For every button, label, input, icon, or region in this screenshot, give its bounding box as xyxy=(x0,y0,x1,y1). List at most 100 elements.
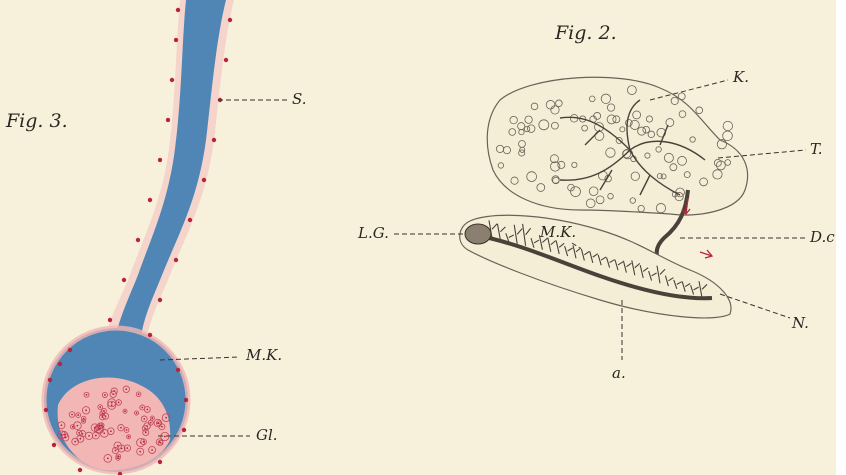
sheath-nucleus xyxy=(174,258,178,262)
gland-nucleus xyxy=(124,410,126,412)
gland-nucleus xyxy=(125,388,127,390)
fig3-label-gl: Gl. xyxy=(256,426,278,444)
gland-nucleus xyxy=(146,425,148,427)
sheath-nucleus xyxy=(78,468,82,472)
gland-nucleus xyxy=(107,457,109,459)
gland-nucleus xyxy=(158,422,160,424)
fig2-drawing xyxy=(394,77,808,360)
gland-nucleus xyxy=(114,450,116,452)
sheath-nucleus xyxy=(188,218,192,222)
gland-nucleus xyxy=(99,406,101,408)
gland-nucleus xyxy=(161,426,163,428)
sheath-nucleus xyxy=(58,362,62,366)
gland-nucleus xyxy=(71,414,73,416)
gland-nucleus xyxy=(79,438,81,440)
gland-nucleus xyxy=(111,402,113,404)
sheath-nucleus xyxy=(158,298,162,302)
gland-nucleus xyxy=(103,432,105,434)
sheath-nucleus xyxy=(44,408,48,412)
gland-nucleus xyxy=(141,407,143,409)
gland-nucleus xyxy=(151,417,153,419)
gland-nucleus xyxy=(86,394,88,396)
gland-nucleus xyxy=(77,414,79,416)
gland-nucleus xyxy=(126,447,128,449)
sheath-nucleus xyxy=(158,460,162,464)
gland-nucleus xyxy=(61,424,63,426)
gland-nucleus xyxy=(77,425,79,427)
gland-nucleus xyxy=(151,449,153,451)
gland-nucleus xyxy=(120,427,122,429)
gland-nucleus xyxy=(117,445,119,447)
gland-nucleus xyxy=(143,418,145,420)
sheath-nucleus xyxy=(212,138,216,142)
gland-nucleus xyxy=(139,451,141,453)
gland-nucleus xyxy=(85,409,87,411)
sheath-nucleus xyxy=(184,398,188,402)
gland-nucleus xyxy=(164,436,166,438)
sheath-nucleus xyxy=(148,333,152,337)
sheath-nucleus xyxy=(68,348,72,352)
gland-nucleus xyxy=(117,457,119,459)
sheath-nucleus xyxy=(228,18,232,22)
sheath-nucleus xyxy=(136,238,140,242)
fig2-label-a: a. xyxy=(612,364,626,382)
fig2-title: Fig. 2. xyxy=(555,22,617,44)
fig2-label-mk: M.K. xyxy=(540,223,576,241)
page-edge xyxy=(836,0,846,475)
acinus xyxy=(678,93,685,100)
acinus xyxy=(696,107,703,114)
sheath-nucleus xyxy=(108,318,112,322)
fig2-lower-gland xyxy=(460,215,731,318)
gland-nucleus xyxy=(160,442,162,444)
gland-nucleus xyxy=(64,437,66,439)
sheath-nucleus xyxy=(166,118,170,122)
gland-nucleus xyxy=(136,412,138,414)
gland-nucleus xyxy=(113,390,115,392)
gland-nucleus xyxy=(102,416,104,418)
fig2-label-t: T. xyxy=(810,140,823,158)
fig3-drawing xyxy=(44,0,290,475)
sheath-nucleus xyxy=(224,58,228,62)
gland-nucleus xyxy=(150,422,152,424)
sheath-nucleus xyxy=(158,158,162,162)
gland-nucleus xyxy=(145,432,147,434)
fig3-label-s: S. xyxy=(292,90,307,108)
gland-nucleus xyxy=(126,429,128,431)
gland-nucleus xyxy=(82,433,84,435)
acinus xyxy=(723,131,733,141)
sheath-nucleus xyxy=(122,278,126,282)
sheath-nucleus xyxy=(148,198,152,202)
fig2-label-k: K. xyxy=(733,68,749,86)
sheath-nucleus xyxy=(176,8,180,12)
gland-nucleus xyxy=(138,393,140,395)
gland-nucleus xyxy=(146,409,148,411)
fig2-label-n: N. xyxy=(792,314,809,332)
gland-nucleus xyxy=(111,404,113,406)
gland-nucleus xyxy=(83,420,85,422)
gland-nucleus xyxy=(99,428,101,430)
fig3-label-mk: M.K. xyxy=(246,346,282,364)
sheath-nucleus xyxy=(52,443,56,447)
gland-nucleus xyxy=(165,417,167,419)
gland-nucleus xyxy=(104,394,106,396)
gland-nucleus xyxy=(118,402,120,404)
sheath-nucleus xyxy=(48,378,52,382)
sheath-nucleus xyxy=(170,78,174,82)
gland-nucleus xyxy=(110,430,112,432)
gland-nucleus xyxy=(74,441,76,443)
sheath-nucleus xyxy=(202,178,206,182)
sheath-nucleus xyxy=(174,38,178,42)
sheath-nucleus xyxy=(182,428,186,432)
gland-nucleus xyxy=(103,410,105,412)
fig2-label-lg: L.G. xyxy=(358,224,389,242)
gland-nucleus xyxy=(143,441,145,443)
gland-nucleus xyxy=(88,435,90,437)
gland-nucleus xyxy=(95,435,97,437)
sheath-nucleus xyxy=(176,368,180,372)
fig2-lg-knob xyxy=(465,224,491,244)
acinus xyxy=(723,121,732,130)
fig2-upper-gland xyxy=(487,77,747,215)
gland-nucleus xyxy=(128,436,130,438)
fig3-title: Fig. 3. xyxy=(6,110,68,132)
